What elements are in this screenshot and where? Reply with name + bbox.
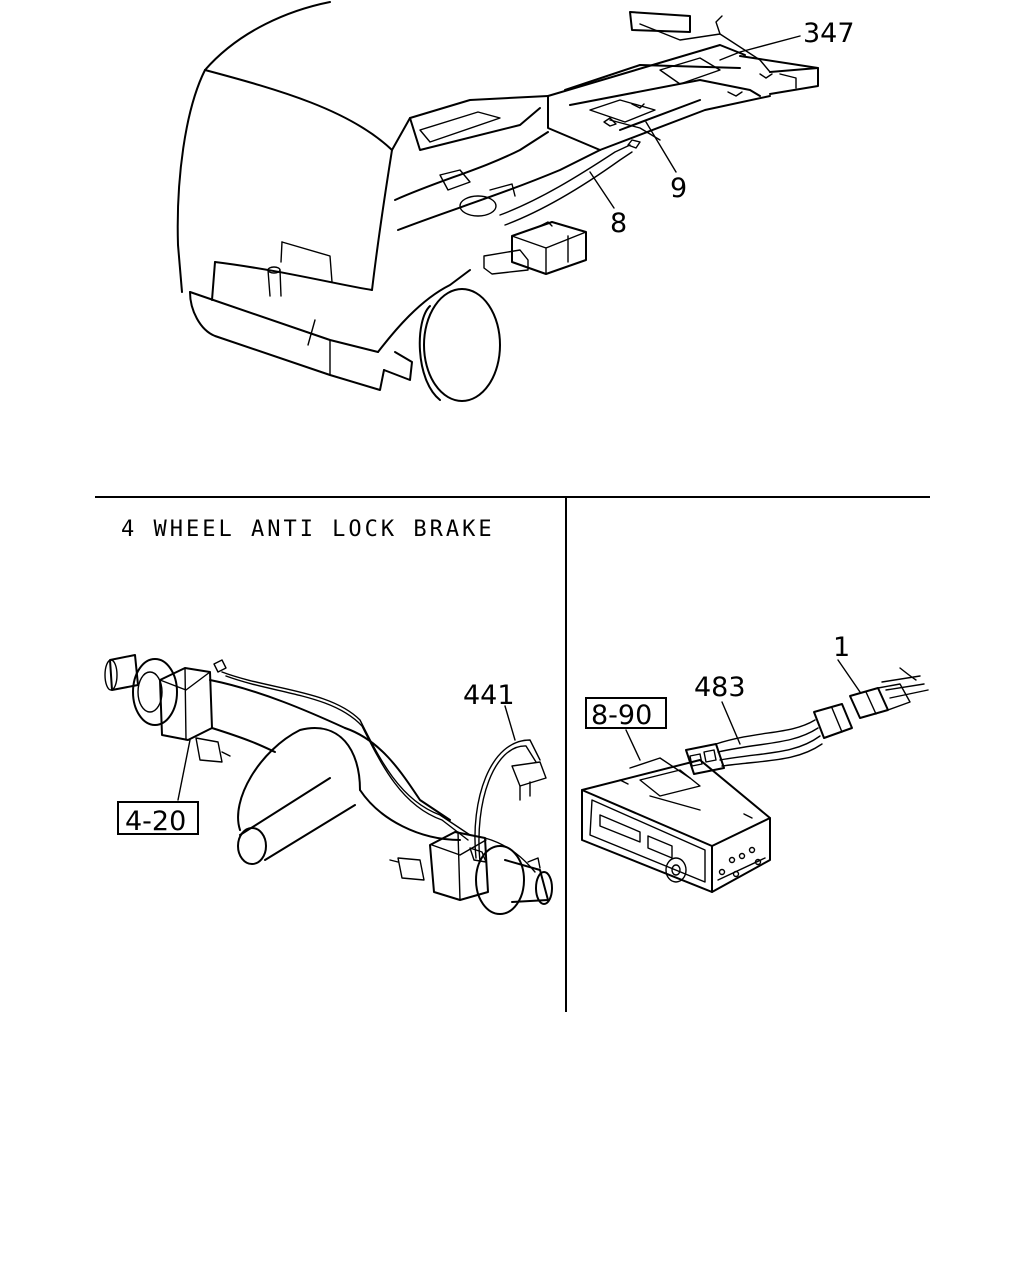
leader-line [721,701,741,745]
callout-9: 9 [670,173,687,204]
ref-4-20: 4-20 [125,806,186,837]
rear-axle-illustration [104,654,553,915]
ref-8-90: 8-90 [591,700,652,731]
leader-line [177,739,191,801]
callout-8: 8 [610,208,627,239]
ref-box-8-90 [585,697,667,729]
leader-line [625,729,641,761]
leader-line [589,171,615,209]
leader-line [504,705,516,741]
vehicle-chassis-illustration [176,1,819,402]
ref-box-4-20 [117,801,199,835]
radio-unit-illustration [581,667,929,893]
callout-347: 347 [803,18,855,49]
leader-line [719,35,801,61]
callout-1: 1 [833,632,850,663]
leader-line [645,121,677,173]
callout-441: 441 [463,680,515,711]
callout-483: 483 [694,672,746,703]
leader-line [837,659,861,693]
section-title-abs: 4 WHEEL ANTI LOCK BRAKE [121,517,495,542]
